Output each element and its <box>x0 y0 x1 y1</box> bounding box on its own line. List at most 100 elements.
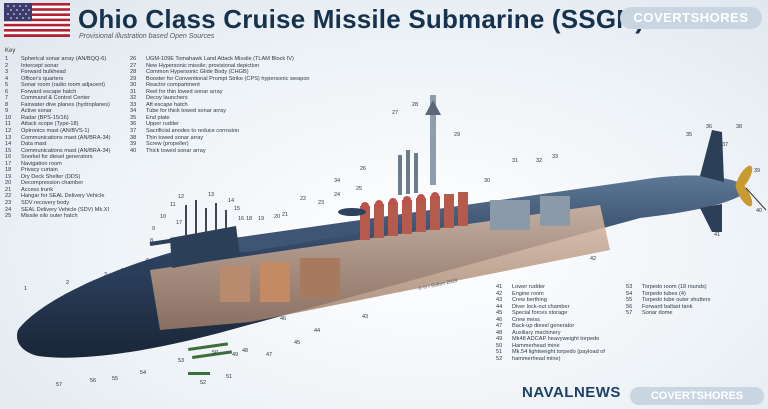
callout-label: 54 <box>140 370 146 376</box>
callout-label: 3 <box>104 272 107 278</box>
callout-label: 9 <box>152 226 155 232</box>
callout-label: 37 <box>722 142 728 148</box>
key-heading: Key <box>5 48 16 54</box>
towed-array <box>745 187 767 211</box>
callout-label: 49 <box>232 352 238 358</box>
callout-label: 14 <box>228 198 234 204</box>
sail <box>170 226 240 268</box>
callout-label: 41 <box>714 232 720 238</box>
callout-label: 25 <box>356 186 362 192</box>
callout-labels: 1 2 3 4 5 6 7 8 9 10 11 12 13 14 15 16 1… <box>24 102 762 388</box>
machinery-blocks <box>220 196 570 302</box>
callout-label: 2 <box>66 280 69 286</box>
callout-label: 26 <box>360 166 366 172</box>
callout-label: 32 <box>536 158 542 164</box>
callout-label: 34 <box>334 178 340 184</box>
callout-label: 17 <box>176 220 182 226</box>
callout-label: 53 <box>178 358 184 364</box>
masts <box>185 200 227 236</box>
covertshores-logo-bottom: COVERTSHORES <box>630 387 764 405</box>
callout-label: 6 <box>146 258 149 264</box>
callout-label: 23 <box>318 200 324 206</box>
page-subtitle: Provisional illustration based Open Sour… <box>79 33 215 40</box>
callout-label: 50 <box>212 350 218 356</box>
callout-label: 22 <box>300 196 306 202</box>
callout-label: 16 <box>238 216 244 222</box>
covertshores-logo: COVERTSHORES <box>620 7 762 29</box>
missile-tubes <box>360 192 468 240</box>
callout-label: 52 <box>200 380 206 386</box>
callout-label: 39 <box>754 168 760 174</box>
propeller-icon <box>735 165 753 207</box>
callout-label: 18 <box>246 216 252 222</box>
callout-label: 57 <box>56 382 62 388</box>
callout-label: 28 <box>412 102 418 108</box>
callout-label: 51 <box>226 374 232 380</box>
hatch-openings <box>361 192 439 210</box>
callout-label: 56 <box>90 378 96 384</box>
hypersonic-missile <box>430 95 436 185</box>
callout-label: 11 <box>170 202 176 208</box>
callout-label: 36 <box>706 124 712 130</box>
callout-label: 45 <box>294 340 300 346</box>
glide-body <box>425 100 441 115</box>
callout-label: 7 <box>160 256 163 262</box>
page-title: Ohio Class Cruise Missile Submarine (SSG… <box>78 4 645 34</box>
callout-label: 40 <box>756 208 762 214</box>
callout-label: 20 <box>274 214 280 220</box>
callout-label: 48 <box>242 348 248 354</box>
upper-rudder <box>700 130 724 182</box>
lower-rudder <box>700 204 722 232</box>
callout-label: 38 <box>736 124 742 130</box>
callout-label: 43 <box>362 314 368 320</box>
navalnews-logo: NAVALNEWS <box>522 384 621 401</box>
fairwater-planes <box>149 238 177 246</box>
callout-label: 15 <box>234 206 240 212</box>
